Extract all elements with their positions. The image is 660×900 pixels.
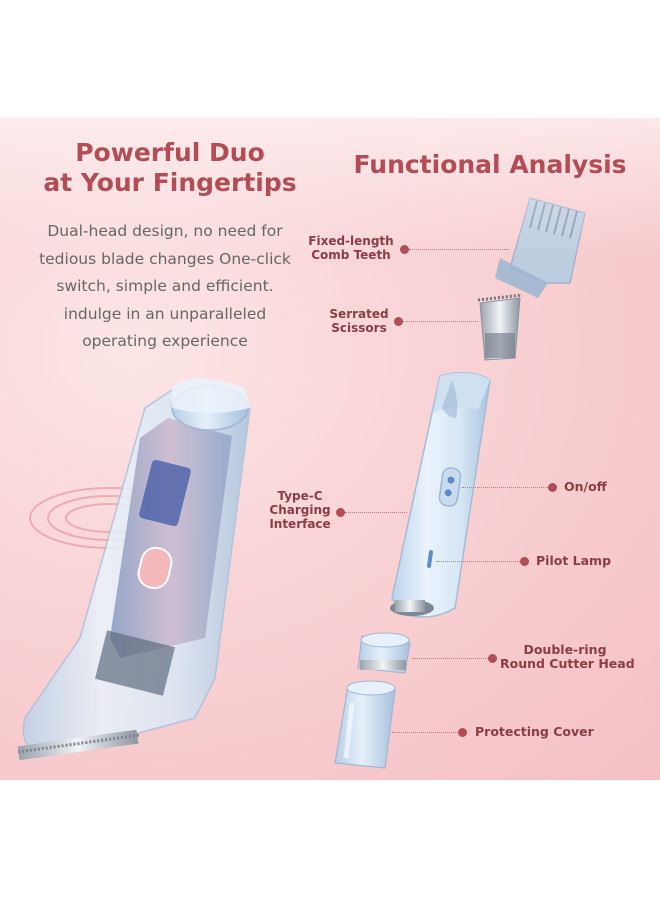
callout-onoff-line xyxy=(462,487,548,488)
description-line: switch, simple and efficient. xyxy=(56,277,274,295)
callout-scissors-line2: Scissors xyxy=(331,321,387,335)
callout-scissors-line xyxy=(403,321,478,322)
callout-scissors-dot xyxy=(394,317,403,326)
callout-scissors-line1: Serrated xyxy=(329,307,389,321)
callout-typec-dot xyxy=(336,508,345,517)
callout-pilot-label: Pilot Lamp xyxy=(536,553,612,568)
callout-cover-dot xyxy=(458,728,467,737)
callout-pilot-line xyxy=(436,561,520,562)
trimmer-body xyxy=(390,372,491,618)
callout-cutter-line1: Double-ring xyxy=(523,642,607,657)
callout-typec-line2: Charging xyxy=(269,503,331,517)
callout-comb-line2: Comb Teeth xyxy=(311,248,391,262)
callout-pilot-dot xyxy=(520,557,529,566)
callout-cover-line xyxy=(392,732,458,733)
callout-onoff-label: On/off xyxy=(564,479,607,494)
description-line: indulge in an unparalleled xyxy=(63,304,267,323)
headline-left-line1: Powerful Duo xyxy=(75,138,265,167)
callout-cutter-line2: Round Cutter Head xyxy=(500,656,635,671)
scissors-head xyxy=(477,293,523,361)
callout-typec-line xyxy=(345,512,407,513)
round-cutter-head xyxy=(357,632,411,674)
callout-comb-line xyxy=(409,249,509,250)
protecting-cover xyxy=(334,680,396,769)
description-line: Dual-head design, no need for xyxy=(47,222,283,240)
callout-typec-line3: Interface xyxy=(269,517,331,531)
product-illustration xyxy=(17,197,586,769)
callout-typec-line1: Type-C xyxy=(277,489,323,503)
description-line: tedious blade changes One-click xyxy=(39,249,291,268)
callout-comb-line1: Fixed-length xyxy=(308,234,394,248)
headline-left-line2: at Your Fingertips xyxy=(43,168,297,197)
headline-left: Powerful Duo at Your Fingertips xyxy=(30,138,310,198)
callout-cover-label: Protecting Cover xyxy=(475,724,594,739)
comb-attachment xyxy=(495,197,586,298)
callout-onoff-dot xyxy=(548,483,557,492)
callout-cutter-line xyxy=(412,658,488,659)
description-line: operating experience xyxy=(82,332,248,350)
callout-cutter-dot xyxy=(488,654,497,663)
clipper-cutaway xyxy=(17,378,251,761)
description: Dual-head design, no need for tedious bl… xyxy=(20,218,310,356)
headline-right: Functional Analysis xyxy=(353,150,627,179)
callout-comb-dot xyxy=(400,245,409,254)
product-panel: Powerful Duo at Your Fingertips Function… xyxy=(0,118,660,780)
